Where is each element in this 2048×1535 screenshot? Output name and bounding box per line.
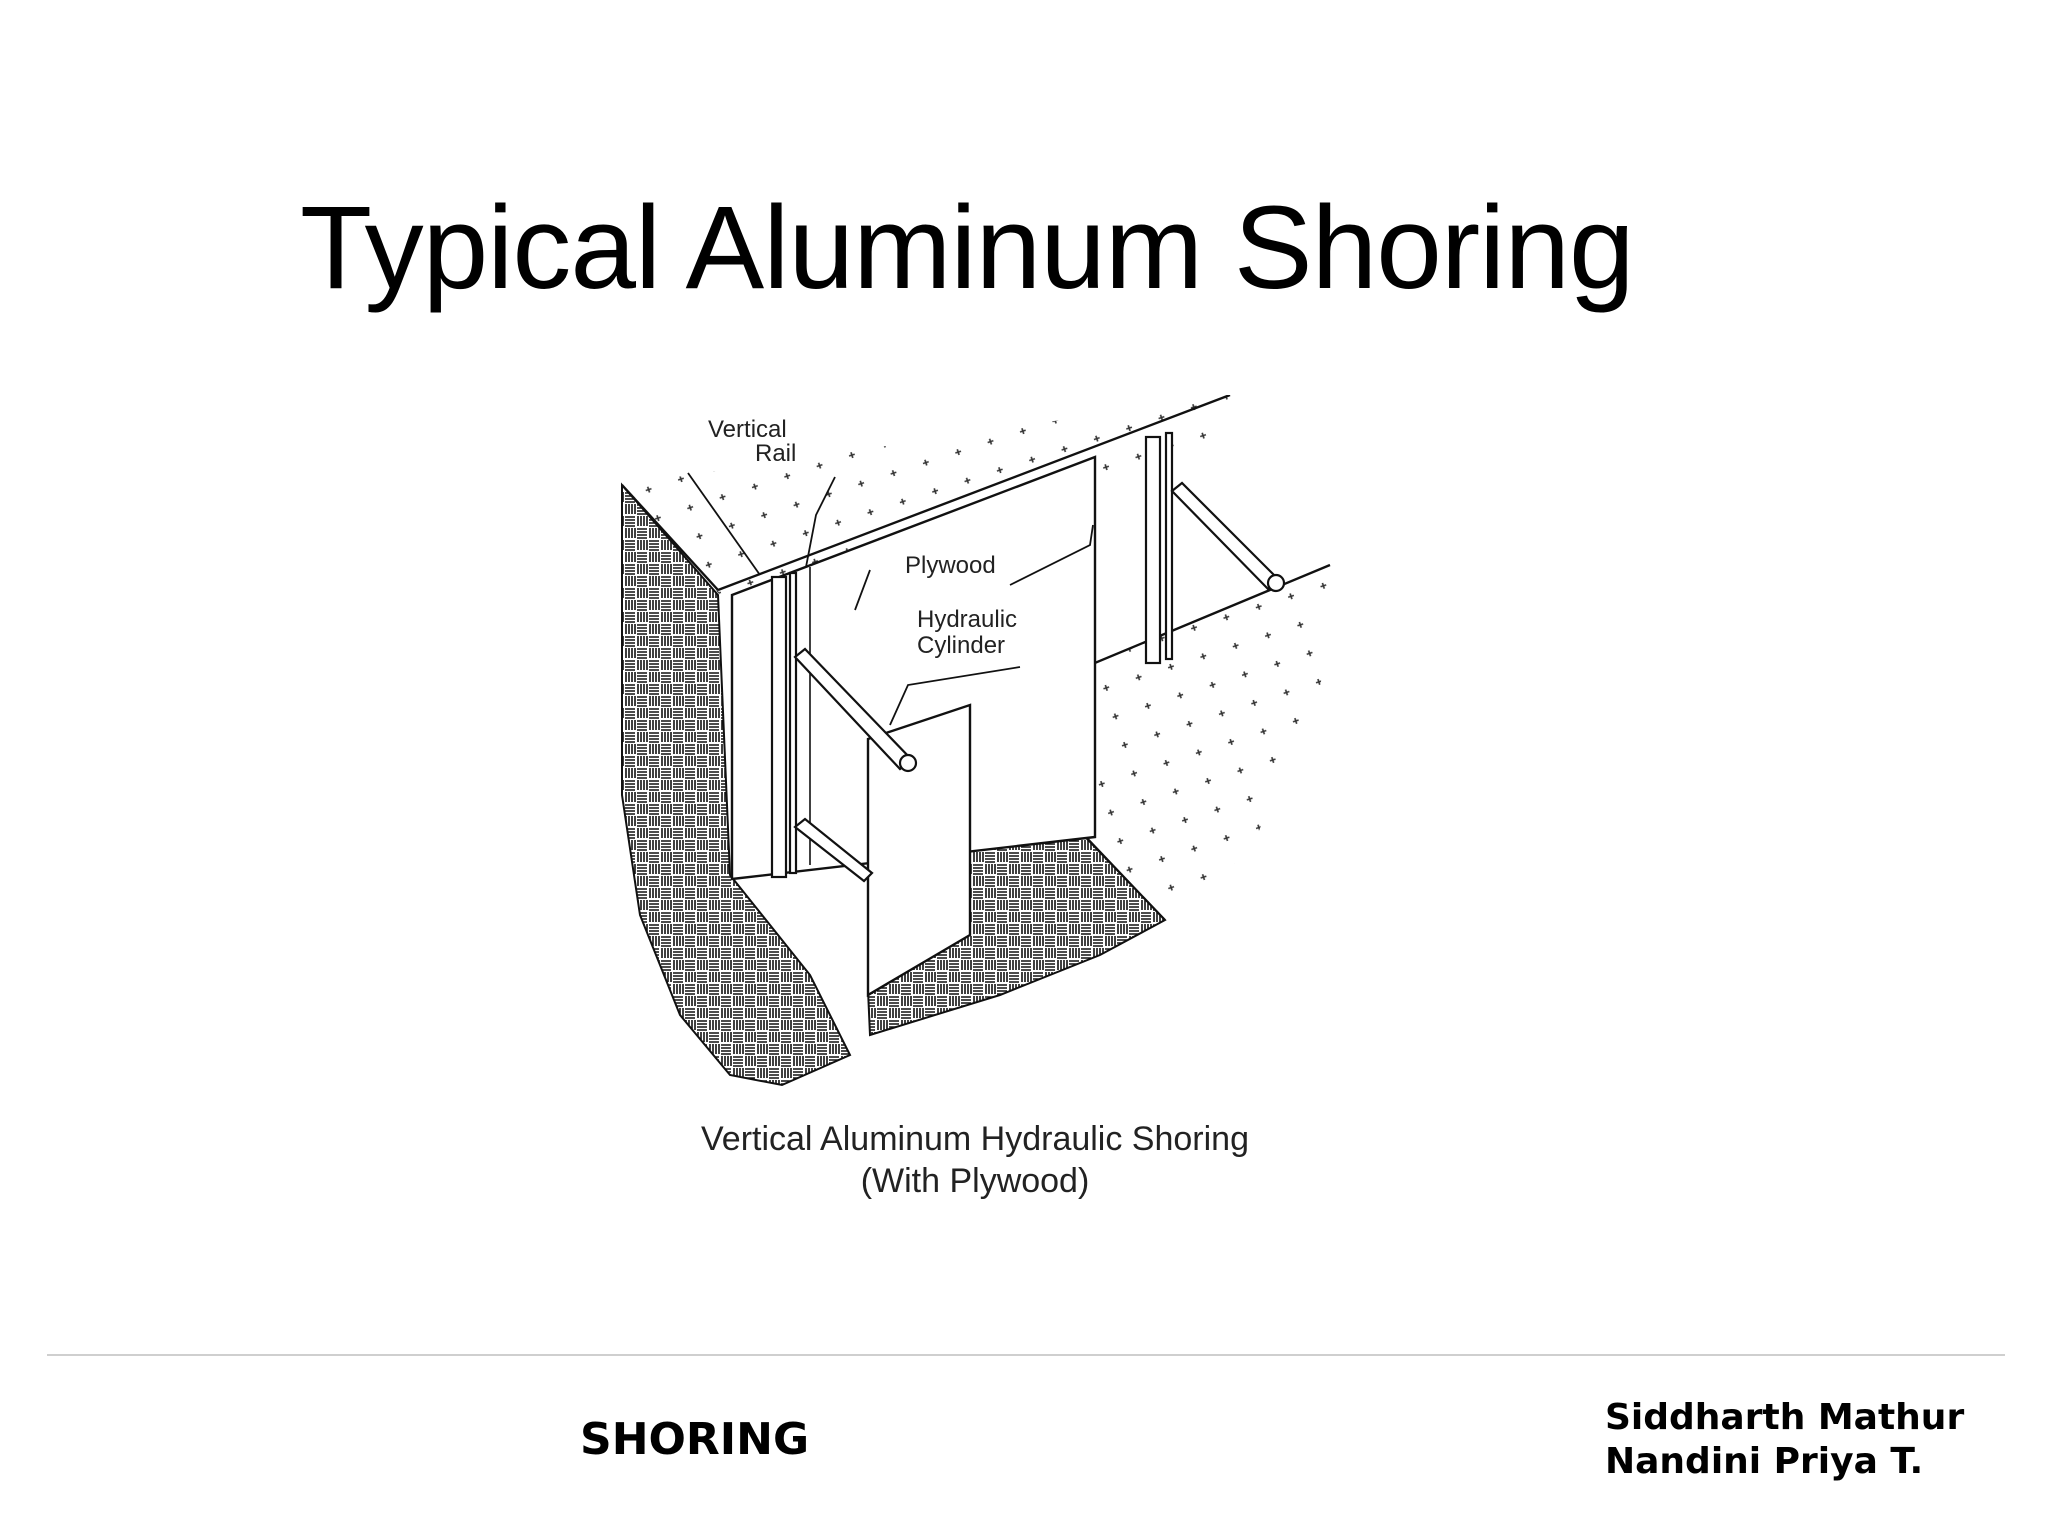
author-name-2: Nandini Priya T. bbox=[1605, 1441, 1924, 1482]
footer-topic: SHORING bbox=[580, 1414, 810, 1465]
caption-line-1: Vertical Aluminum Hydraulic Shoring bbox=[700, 1120, 1250, 1158]
shoring-diagram: Vertical Rail Plywood Hydraulic Cylinder bbox=[621, 395, 1331, 1087]
author-name-1: Siddharth Mathur bbox=[1605, 1397, 1965, 1438]
figure-caption: Vertical Aluminum Hydraulic Shoring (Wit… bbox=[610, 1118, 1340, 1202]
label-hydraulic-1: Hydraulic bbox=[917, 606, 1017, 633]
plywood-sheet-back bbox=[730, 455, 1097, 881]
hydraulic-cylinder-upper bbox=[793, 647, 918, 773]
label-plywood: Plywood bbox=[905, 552, 996, 579]
caption-line-2: (With Plywood) bbox=[860, 1162, 1090, 1200]
footer-authors: Siddharth Mathur Nandini Priya T. bbox=[1605, 1396, 1964, 1484]
footer-divider bbox=[47, 1354, 2005, 1356]
plywood-sheet-front bbox=[866, 703, 972, 998]
vertical-rail-right bbox=[1144, 431, 1174, 665]
hydraulic-cylinder-lower bbox=[793, 817, 874, 883]
soil-wall-left bbox=[621, 482, 852, 1087]
label-vertical-rail-2: Rail bbox=[755, 440, 796, 467]
slide-title: Typical Aluminum Shoring bbox=[300, 182, 1635, 314]
label-hydraulic-2: Cylinder bbox=[917, 632, 1005, 659]
label-vertical-rail-1: Vertical bbox=[708, 416, 787, 443]
ground-surface-back bbox=[622, 395, 1230, 595]
hydraulic-cylinder-right bbox=[1170, 481, 1286, 593]
vertical-rail-left bbox=[770, 571, 798, 879]
